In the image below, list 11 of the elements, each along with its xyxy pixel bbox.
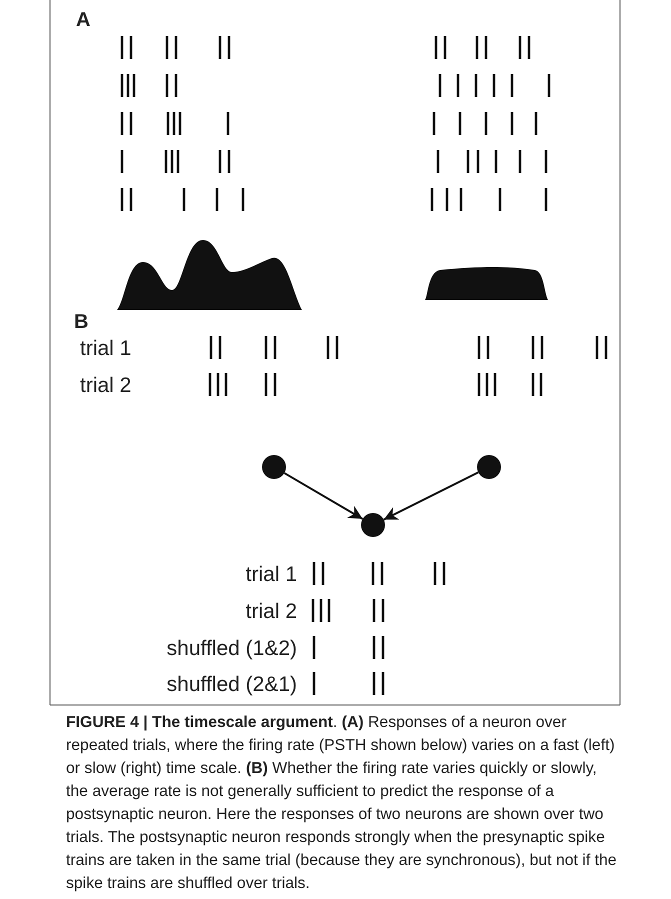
arrow: [383, 471, 479, 521]
panel-label: B: [74, 312, 88, 332]
panel-label: A: [76, 10, 90, 30]
trial-label: trial 2: [246, 601, 297, 622]
trial-label: shuffled (2&1): [166, 674, 297, 695]
trial-label: trial 2: [80, 375, 132, 396]
trial-label: trial 1: [246, 564, 297, 585]
trial-label: shuffled (1&2): [166, 638, 297, 659]
figure-caption: FIGURE 4 | The timescale argument. (A) Responses of a neuron over repeated trials, where the firing rate (PSTH shown below) varies on a fast (left) or slow (right) time scale. (B) Whether the firing rate varies quickly or slowly, the average rate is not generally sufficient to predict the response of a postsynaptic neuron. Here the responses of two neurons are shown over two trials. The postsynaptic neuron responds strongly when the presynaptic spike trains are taken in the same trial (because they are synchronous), but not if the spike trains are shuffled over trials.: [66, 713, 618, 894]
arrow: [284, 472, 364, 520]
trial-label: trial 1: [80, 338, 132, 359]
